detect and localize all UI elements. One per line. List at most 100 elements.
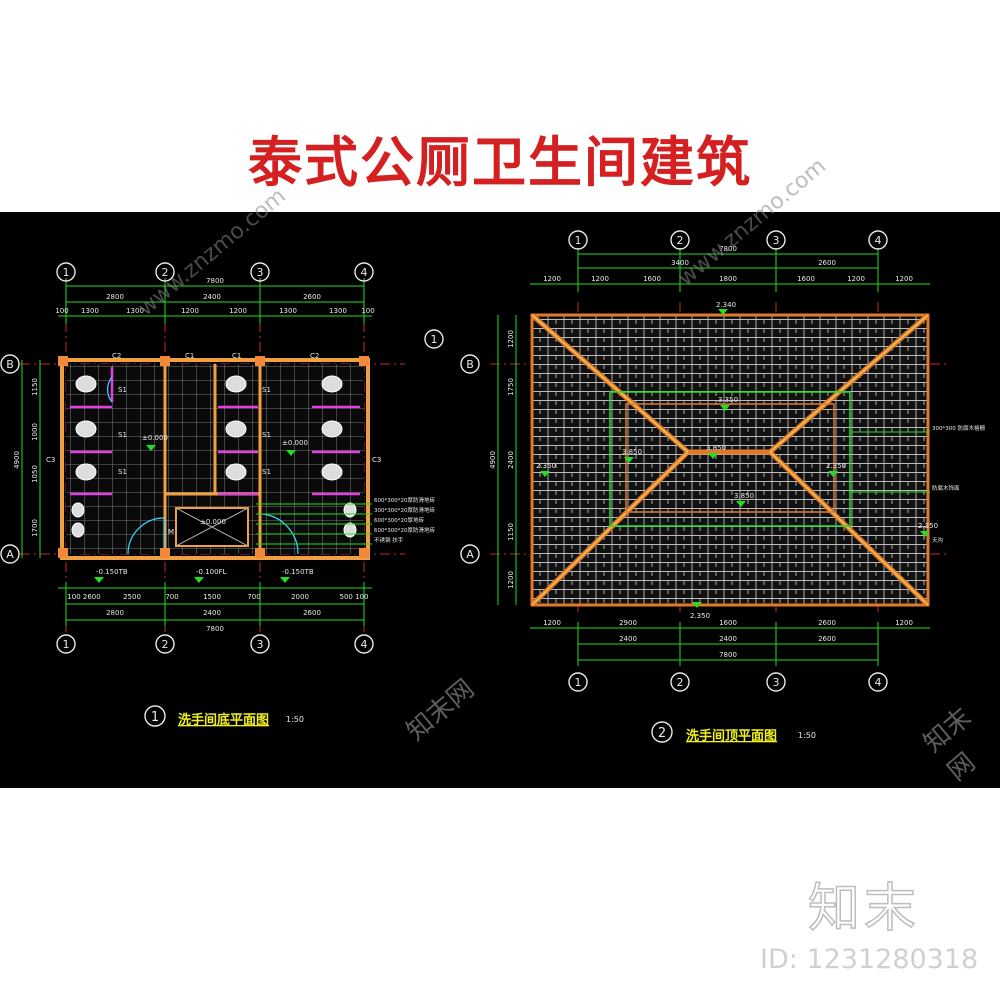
roof-dim-total-top: 7800 (719, 245, 737, 253)
roof-note-3: 天沟 (932, 536, 944, 544)
cad-drawing: 1 2 3 4 1 2 3 4 B A 1 1 7800 2800 2400 2… (0, 230, 985, 744)
roof-dim-left-4: 1150 (507, 523, 515, 541)
stall-label-2: S1 (118, 431, 127, 439)
roof-dim-left-3: 2400 (507, 451, 515, 469)
plan2-scale: 1:50 (798, 731, 816, 740)
axis-label-1-bottom: 1 (63, 638, 70, 651)
roof-elev-1: 2.340 (716, 301, 736, 309)
window-label-c1b: C1 (232, 352, 241, 360)
dim-detail-2: 1300 (81, 307, 99, 315)
material-note-1: 600*300*20厚防滑地砖 (374, 496, 435, 504)
window-label-c1a: C1 (185, 352, 194, 360)
axis-label-3-bottom: 3 (257, 638, 264, 651)
roof-dim-bottom2-1: 2400 (619, 635, 637, 643)
material-note-3: 600*300*20厚地砖 (374, 516, 424, 524)
elevation-markers (94, 445, 296, 583)
roof-plan: 1 2 3 4 1 2 3 4 B A 2 7800 3400 2600 120… (460, 230, 985, 744)
stall-label-1: S1 (118, 386, 127, 394)
material-note-2: 300*300*20厚防滑地砖 (374, 506, 435, 514)
plan2-caption: 洗手间顶平面图 (686, 728, 777, 744)
stall-label-4: S1 (262, 386, 271, 394)
roof-dim-detail-5: 1600 (797, 275, 815, 283)
roof-dim-bottom-2: 2900 (619, 619, 637, 627)
outer-wall (60, 358, 370, 560)
window-label-c2b: C2 (310, 352, 319, 360)
roof-note-2: 防腐木饰面 (932, 484, 960, 492)
roof-elev-6: 2.350 (826, 462, 846, 470)
axis-label-a: A (6, 548, 14, 561)
toilet-stalls (70, 367, 360, 496)
material-note-4: 600*300*20厚防滑地砖 (374, 526, 435, 534)
roof-dim-bottom2-3: 2600 (818, 635, 836, 643)
elev-outside-1: -0.150TB (96, 568, 128, 576)
roof-elev-3: 3.850 (706, 444, 726, 452)
roof-dim-bottom-1: 1200 (543, 619, 561, 627)
roof-axis-3-bottom: 3 (773, 676, 780, 689)
dim-left-2: 1000 (31, 423, 39, 441)
roof-dim-detail-6: 1200 (847, 275, 865, 283)
roof-dim-bottom-3: 1600 (719, 619, 737, 627)
window-label-c3b: C3 (372, 456, 381, 464)
dim-bottom-1: 100 2600 (67, 593, 100, 601)
page-title: 泰式公厕卫生间建筑 (248, 131, 752, 194)
dim-bottom-2: 2500 (123, 593, 141, 601)
dimension-lines (21, 278, 372, 626)
elev-basin: ±0.000 (200, 518, 226, 526)
dim-top-3: 2600 (303, 293, 321, 301)
dim-top-2: 2400 (203, 293, 221, 301)
plan1-caption: 洗手间底平面图 (178, 712, 269, 728)
roof-axis-2-bottom: 2 (677, 676, 684, 689)
roof-dim-bottom-5: 1200 (895, 619, 913, 627)
roof-axis-2: 2 (677, 234, 684, 247)
roof-axis-1-bottom: 1 (575, 676, 582, 689)
dim-detail-7: 1300 (329, 307, 347, 315)
dim-left-4: 1700 (31, 519, 39, 537)
material-note-5: 不锈钢 扶手 (374, 536, 404, 544)
brand-logo: 知末 (807, 878, 921, 940)
roof-dim-left-total: 4900 (489, 451, 497, 469)
axis-bubbles (0, 262, 444, 727)
elev-room-2: ±0.000 (282, 439, 308, 447)
roof-elev-5: 3.850 (622, 448, 642, 456)
roof-elev-9: 2.350 (690, 612, 710, 620)
roof-axis-1: 1 (575, 234, 582, 247)
dim-bottom-3: 700 (165, 593, 178, 601)
plan1-scale: 1:50 (286, 715, 304, 724)
roof-dimension-lines (497, 248, 930, 666)
roof-dim-top-1: 3400 (671, 259, 689, 267)
roof-axis-b: B (466, 358, 474, 371)
roof-axis-a: A (466, 548, 474, 561)
dim-top-1: 2800 (106, 293, 124, 301)
roof-dim-left-2: 1750 (507, 378, 515, 396)
dim-bottom2-3: 2600 (303, 609, 321, 617)
axis-label-1: 1 (63, 266, 70, 279)
roof-tiles (532, 315, 928, 605)
elev-room-1: ±0.000 (142, 434, 168, 442)
upper-roof-outline (609, 391, 851, 527)
roof-axis-4: 4 (875, 234, 882, 247)
axis-label-4-bottom: 4 (361, 638, 368, 651)
roof-dim-left-1: 1200 (507, 330, 515, 348)
roof-dim-bottom-4: 2600 (818, 619, 836, 627)
dim-left-1: 1150 (31, 378, 39, 396)
cad-drawing-panel: 1 2 3 4 1 2 3 4 B A 1 1 7800 2800 2400 2… (0, 212, 1000, 788)
image-id-label: ID: 1231280318 (760, 944, 979, 975)
window-label-c2a: C2 (112, 352, 121, 360)
stall-label-6: S1 (262, 468, 271, 476)
roof-elev-4: 2.350 (536, 462, 556, 470)
axis-label-b: B (6, 358, 14, 371)
roof-note-1: 300*300 防腐木格栅 (932, 424, 985, 432)
roof-dim-detail-1: 1200 (543, 275, 561, 283)
axis-label-4: 4 (361, 266, 368, 279)
toilet-fixtures (71, 375, 357, 538)
elev-outside-2: -0.100FL (196, 568, 227, 576)
roof-dim-total-bottom: 7800 (719, 651, 737, 659)
dim-detail-1: 100 (55, 307, 68, 315)
roof-elevation-markers (540, 309, 930, 608)
axis-label-2-bottom: 2 (162, 638, 169, 651)
roof-elev-7: 3.850 (734, 492, 754, 500)
dim-total-bottom: 7800 (206, 625, 224, 633)
drawing-number-1: 1 (151, 710, 159, 725)
dim-left-3: 1050 (31, 465, 39, 483)
roof-dim-bottom2-2: 2400 (719, 635, 737, 643)
